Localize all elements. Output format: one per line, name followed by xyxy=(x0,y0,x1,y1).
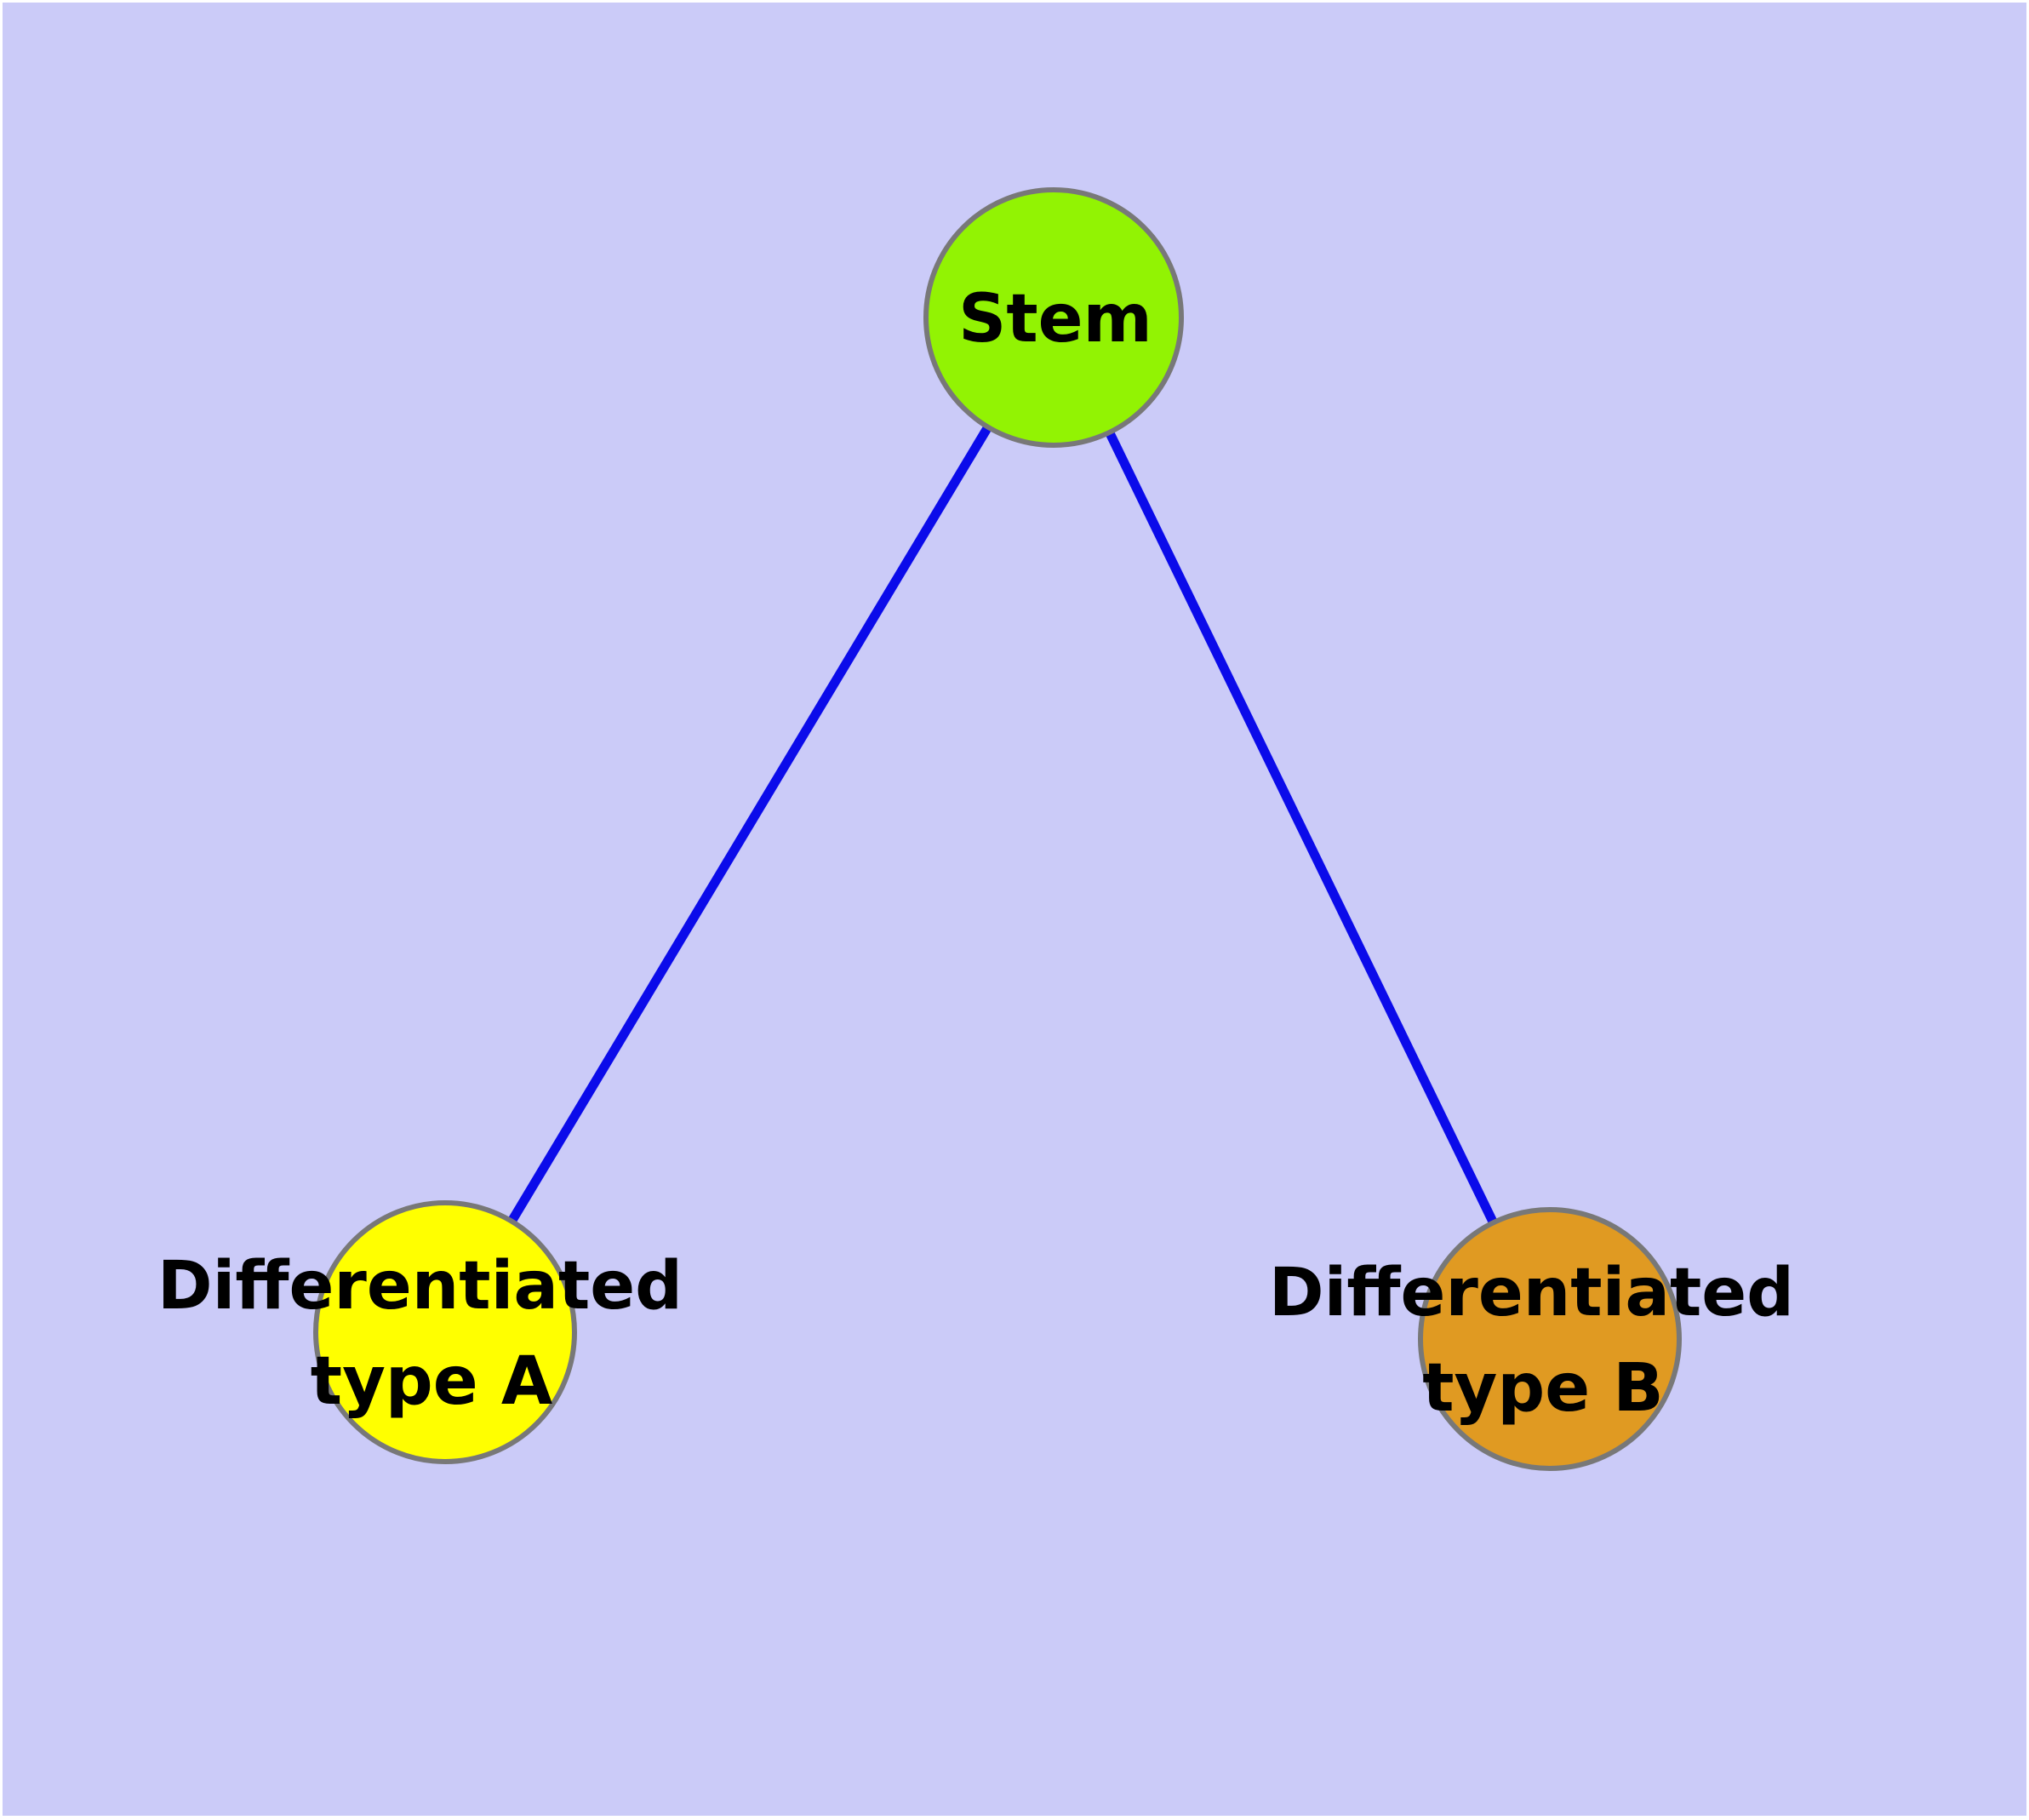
node-label-type-b-line2: type B xyxy=(1422,1350,1663,1427)
node-label-stem: Stem xyxy=(958,281,1152,358)
edge-stem-to-type-b xyxy=(1049,315,1554,1342)
node-label-differentiated-type-b: Differentiated type B xyxy=(1269,1255,1817,1427)
node-label-type-b-line1: Differentiated xyxy=(1269,1255,1794,1331)
node-stem xyxy=(923,187,1184,448)
node-label-type-a-line1: Differentiated xyxy=(157,1248,683,1325)
node-label-type-a-line2: type A xyxy=(311,1343,552,1420)
node-differentiated-type-a xyxy=(313,1200,577,1464)
node-differentiated-type-b xyxy=(1418,1207,1682,1471)
node-label-differentiated-type-a: Differentiated type A xyxy=(157,1248,706,1420)
edge-stem-to-type-a xyxy=(441,315,1058,1335)
